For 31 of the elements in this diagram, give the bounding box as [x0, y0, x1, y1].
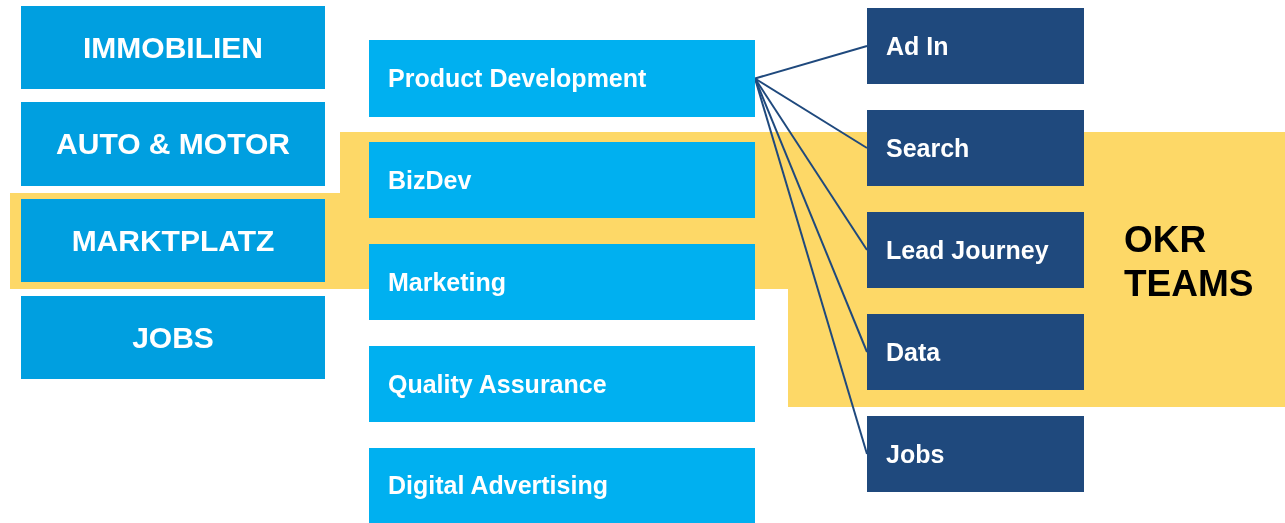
department-label: Digital Advertising	[388, 471, 608, 500]
department-label: Product Development	[388, 64, 647, 93]
team-label: Search	[886, 133, 970, 163]
team-box	[867, 314, 1084, 390]
team-box	[867, 110, 1084, 186]
team-label: Ad In	[886, 31, 949, 61]
connector-line	[754, 45, 868, 80]
division-label: MARKTPLATZ	[71, 223, 275, 258]
division-box	[21, 199, 325, 282]
division-box	[21, 296, 325, 379]
division-box	[21, 6, 325, 89]
department-box	[369, 40, 755, 117]
division-label: AUTO & MOTOR	[56, 127, 290, 161]
division-label: JOBS	[132, 320, 214, 355]
department-label: Marketing	[388, 267, 507, 297]
department-box	[369, 244, 755, 320]
team-box	[867, 8, 1084, 84]
connector-line	[754, 77, 868, 149]
team-label: Data	[886, 337, 941, 367]
department-box	[369, 142, 755, 218]
team-box	[867, 212, 1084, 288]
department-box	[369, 346, 755, 422]
team-label: Jobs	[886, 439, 945, 469]
band-title: OKR TEAMS	[1124, 218, 1255, 307]
division-label: IMMOBILIEN	[83, 30, 263, 65]
team-box	[867, 416, 1084, 492]
department-label: BizDev	[388, 165, 472, 195]
department-box	[369, 448, 755, 523]
department-label: Quality Assurance	[388, 369, 607, 399]
division-box	[21, 102, 325, 186]
team-label: Lead Journey	[886, 235, 1049, 265]
